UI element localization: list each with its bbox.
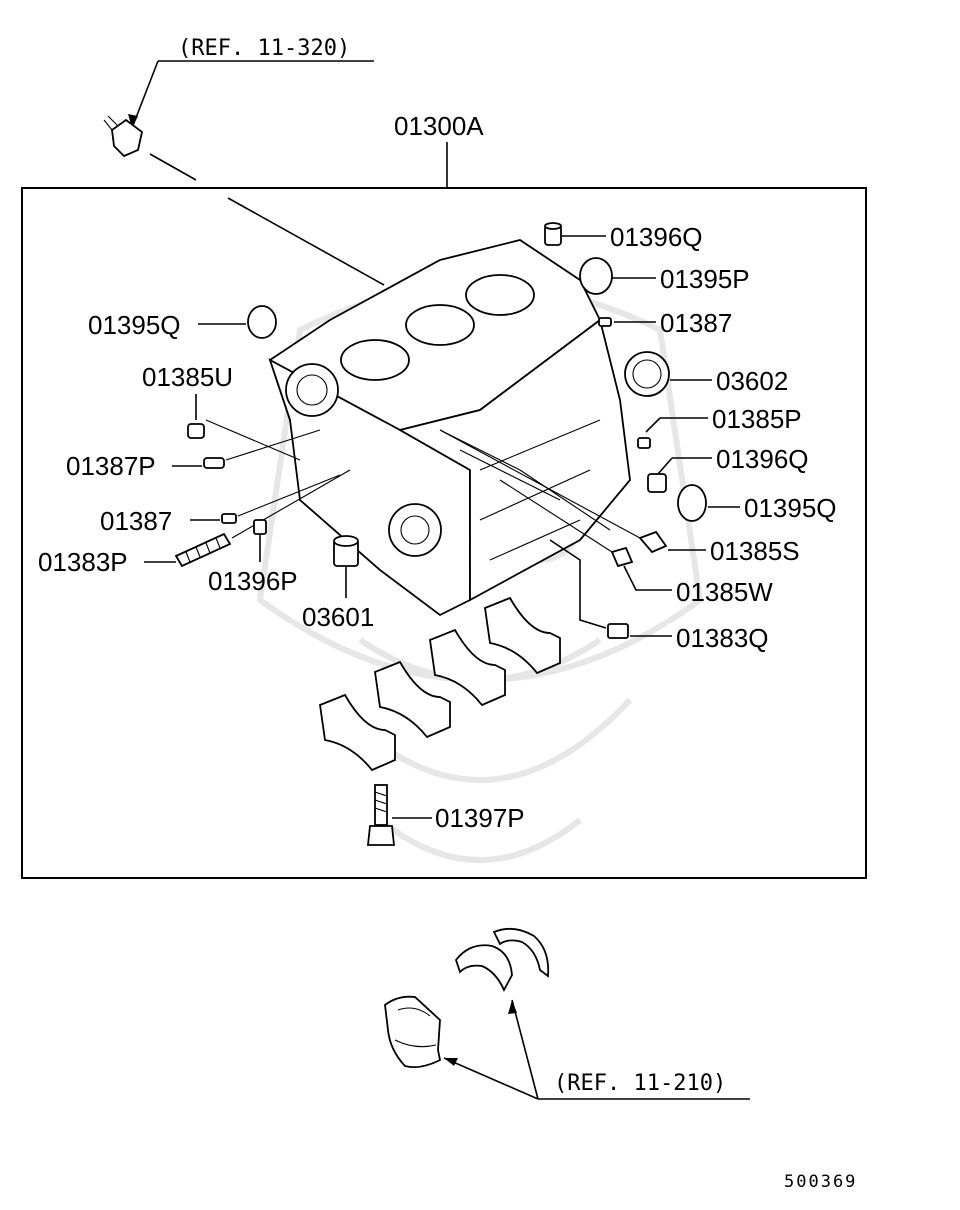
pin-01387-right[interactable] xyxy=(598,317,612,327)
label-01385P[interactable]: 01385P xyxy=(712,404,802,434)
plug-01395Q-left[interactable] xyxy=(247,305,277,339)
plug-01396P[interactable] xyxy=(253,519,267,535)
label-01385W[interactable]: 01385W xyxy=(676,577,773,607)
label-01387-right[interactable]: 01387 xyxy=(660,308,732,338)
label-01383Q[interactable]: 01383Q xyxy=(676,623,769,653)
label-01396P[interactable]: 01396P xyxy=(208,566,298,596)
ref-label-bottom[interactable]: (REF. 11-210) xyxy=(554,1071,726,1096)
bushing-03601[interactable] xyxy=(333,535,359,567)
assembly-frame xyxy=(21,187,867,879)
plug-01385U[interactable] xyxy=(187,423,205,439)
label-01397P[interactable]: 01397P xyxy=(435,803,525,833)
plug-01396Q-mid[interactable] xyxy=(647,473,667,493)
label-01395Q-right[interactable]: 01395Q xyxy=(744,493,837,523)
sensor-part[interactable] xyxy=(103,115,144,158)
main-part-label[interactable]: 01300A xyxy=(394,111,484,141)
plug-01385P[interactable] xyxy=(637,437,651,449)
pin-01387P[interactable] xyxy=(203,457,225,469)
label-01396Q-mid[interactable]: 01396Q xyxy=(716,444,809,474)
bearing-caps[interactable] xyxy=(319,596,561,772)
engine-block[interactable] xyxy=(268,239,631,617)
plug-01383Q[interactable] xyxy=(607,623,629,639)
label-01387P[interactable]: 01387P xyxy=(66,451,156,481)
diagram-code: 500369 xyxy=(784,1172,857,1192)
stud-01383P[interactable] xyxy=(174,532,232,568)
label-01385U[interactable]: 01385U xyxy=(142,362,233,392)
label-01383P[interactable]: 01383P xyxy=(38,547,128,577)
label-01396Q-top[interactable]: 01396Q xyxy=(610,222,703,252)
plug-01395Q-right[interactable] xyxy=(677,484,707,522)
label-01385S[interactable]: 01385S xyxy=(710,536,800,566)
label-01387-left[interactable]: 01387 xyxy=(100,506,172,536)
cap-bolt[interactable] xyxy=(367,784,395,846)
label-01395P[interactable]: 01395P xyxy=(660,264,750,294)
label-03602[interactable]: 03602 xyxy=(716,366,788,396)
pin-01387-left[interactable] xyxy=(221,513,237,524)
label-01395Q-left[interactable]: 01395Q xyxy=(88,310,181,340)
ref-label-top[interactable]: (REF. 11-320) xyxy=(178,36,350,61)
plug-01396Q-top[interactable] xyxy=(544,222,562,246)
label-03601[interactable]: 03601 xyxy=(302,602,374,632)
plug-01385S[interactable] xyxy=(638,530,668,554)
bearing-shells[interactable] xyxy=(384,927,550,1069)
seal-03602[interactable] xyxy=(624,351,670,397)
plug-01395P[interactable] xyxy=(579,257,613,295)
plug-01385W[interactable] xyxy=(610,546,634,568)
